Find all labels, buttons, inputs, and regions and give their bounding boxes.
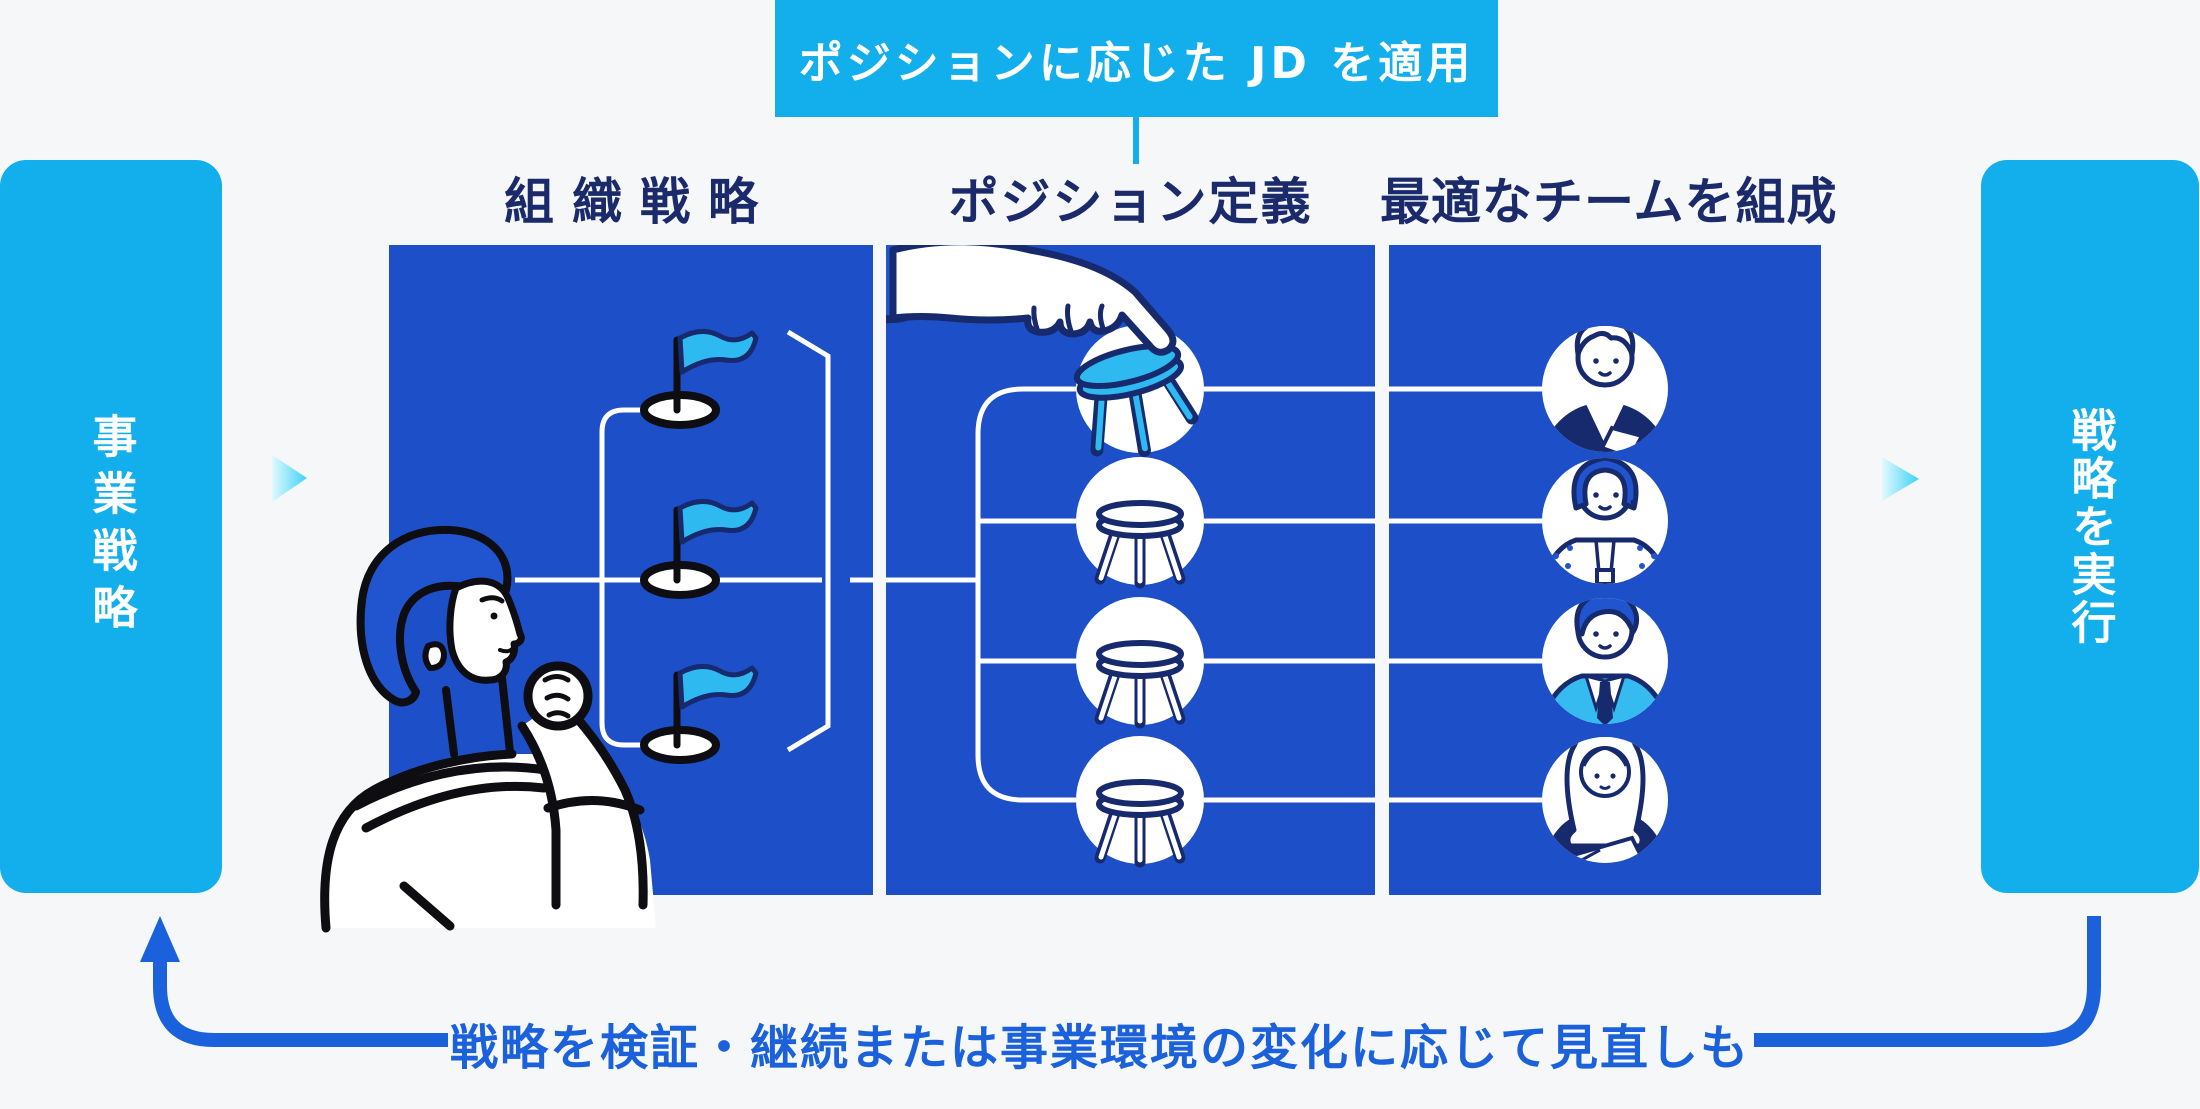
execute-strategy-label: 戦略を実行 [2063, 406, 2117, 647]
loop-arrow-return-icon [1754, 916, 2101, 1047]
loop-arrow-up-icon [140, 916, 448, 1047]
grouping-bracket [786, 329, 831, 753]
flow-arrow-right-icon [272, 455, 307, 502]
business-strategy-box: 事業戦略 [0, 160, 222, 893]
panel-title-position-definition: ポジション定義 [948, 173, 1313, 231]
panel-title-optimal-team: 最適なチームを組成 [1380, 173, 1838, 231]
goal-flags-tree-illustration [515, 329, 873, 764]
team-connector-lines [1389, 386, 1542, 803]
business-strategy-label: 事業戦略 [84, 412, 138, 641]
execute-strategy-box: 戦略を実行 [1981, 160, 2199, 893]
stool-icon-highlight [1073, 343, 1199, 457]
thinking-person-icon [320, 525, 656, 933]
panel-title-organization-strategy: 組織戦略 [504, 173, 776, 231]
banner-connector-line [1133, 117, 1139, 164]
stool-icon [1094, 500, 1186, 868]
review-loop-label: 戦略を検証・継続または事業環境の変化に応じて見直しも [449, 1020, 1750, 1076]
jd-banner-label: ポジションに応じた JD を適用 [798, 37, 1475, 89]
jd-banner: ポジションに応じた JD を適用 [775, 0, 1498, 117]
goal-flag-icon [640, 329, 759, 429]
goal-flag-icon [640, 664, 759, 764]
position-connector-lines [886, 386, 1375, 803]
goal-flag-icon [640, 499, 759, 599]
pointing-hand-icon [886, 245, 1177, 356]
flow-arrow-right-icon [1882, 457, 1919, 501]
